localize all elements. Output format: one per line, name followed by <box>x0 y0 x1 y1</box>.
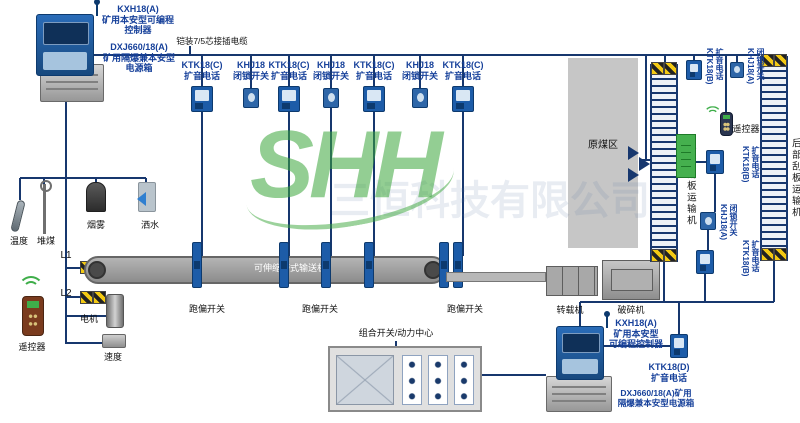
combination-switch-cabinet <box>328 346 482 412</box>
antenna-icon <box>94 0 100 16</box>
controller-top-label: KXH18(A) 矿用本安型可编程 控制器 <box>101 4 174 36</box>
hazard-mark <box>761 54 774 67</box>
water-spray-icon <box>137 182 156 212</box>
breaker-column <box>454 355 474 405</box>
l2-label: L2 <box>60 288 72 299</box>
transfer-machine <box>546 266 598 296</box>
spray-label: 洒水 <box>140 220 159 230</box>
controller-bottom-label: KXH18(A) 矿用本安型 可编程控制器 <box>608 318 663 350</box>
connecting-belt <box>446 272 546 282</box>
interlock-switch-a2 <box>700 212 716 230</box>
phone-c4-label: KTK18(C) 扩音电话 <box>442 60 484 81</box>
raw-coal-area-label: 原煤区 <box>588 140 618 151</box>
speed-label: 速度 <box>103 352 122 362</box>
interlock-switch-3 <box>412 88 428 108</box>
deviation-switch-label-2: 跑偏开关 <box>301 304 338 314</box>
remote-right-label: 遥控器 <box>732 124 760 134</box>
programmable-controller-bottom <box>556 311 610 380</box>
remote-control-left <box>22 296 44 336</box>
breaker-column <box>402 355 422 405</box>
phone-d-label: KTK18(D) 扩音电话 <box>648 362 690 383</box>
wireless-signal-icon <box>703 106 722 116</box>
l1-label: L1 <box>60 250 72 261</box>
raw-coal-area <box>568 58 638 248</box>
hazard-mark <box>774 248 787 261</box>
belt-conveyor <box>84 256 446 284</box>
phone-b3-label: KTK18(B) 扩音电话 <box>741 240 760 277</box>
loudspeaker-phone-c3 <box>363 86 385 112</box>
power-box-bottom <box>546 376 612 412</box>
hazard-mark <box>80 291 93 304</box>
power-box-top-label: DXJ660/18(A) 矿用隔爆兼本安型 电源箱 <box>102 42 175 74</box>
pull-cord-switch <box>321 242 331 288</box>
loudspeaker-phone-c4 <box>452 86 474 112</box>
lock-1-label: KHJ18 闭锁开关 <box>232 60 269 81</box>
logo-watermark: SHH <box>250 111 443 218</box>
lock-a1-label: KHJ18(A) 闭锁开关 <box>746 48 765 85</box>
phone-b1-label: KTK18(B) 扩音电话 <box>705 48 724 85</box>
deviation-switch-label-3: 跑偏开关 <box>446 304 483 314</box>
combo-switch-label: 组合开关/动力中心 <box>358 328 434 338</box>
loudspeaker-phone-b3 <box>696 250 714 274</box>
phone-c1-label: KTK18(C) 扩音电话 <box>181 60 223 81</box>
hazard-mark <box>664 249 677 262</box>
phone-c3-label: KTK18(C) 扩音电话 <box>353 60 395 81</box>
temperature-label: 温度 <box>9 236 28 246</box>
smoke-label: 烟雾 <box>86 220 105 230</box>
crusher-label: 破碎机 <box>617 305 645 315</box>
hazard-mark <box>93 291 106 304</box>
front-conveyor-label: 前部刮板运输机 <box>684 146 696 227</box>
phone-c2-label: KTK18(C) 扩音电话 <box>268 60 310 81</box>
coal-pile-sensor-icon <box>40 180 52 234</box>
hazard-mark <box>761 248 774 261</box>
lock-2-label: KHJ18 闭锁开关 <box>312 60 349 81</box>
breaker-column <box>428 355 448 405</box>
transfer-machine-label: 转载机 <box>556 305 584 315</box>
hazard-mark <box>651 62 664 75</box>
pull-cord-switch <box>279 242 289 288</box>
pull-cord-switch <box>192 242 202 288</box>
interlock-switch-1 <box>243 88 259 108</box>
rear-conveyor-label: 后部刮板运输机 <box>789 138 800 219</box>
hazard-mark <box>651 249 664 262</box>
armored-cable-label: 铠装7/5芯接插电缆 <box>176 36 248 46</box>
motor-label: 电机 <box>79 314 98 324</box>
programmable-controller-top <box>36 0 100 76</box>
hazard-mark <box>664 62 677 75</box>
belt-starter-unit <box>676 134 696 178</box>
phone-b2-label: KTK18(B) 扩音电话 <box>741 146 760 183</box>
belt-conveyor-label: 可伸缩带式输送机 <box>253 263 326 273</box>
loudspeaker-phone-c2 <box>278 86 300 112</box>
loudspeaker-phone-c1 <box>191 86 213 112</box>
coal-pile-label: 堆煤 <box>36 236 55 246</box>
loudspeaker-phone-b1 <box>686 60 702 80</box>
temperature-sensor-icon <box>10 199 26 233</box>
remote-left-label: 遥控器 <box>18 342 46 352</box>
smoke-sensor-icon <box>86 182 106 212</box>
remote-control-right <box>720 112 733 136</box>
loudspeaker-phone-b2 <box>706 150 724 174</box>
deviation-switch-label-1: 跑偏开关 <box>188 304 225 314</box>
interlock-switch-2 <box>323 88 339 108</box>
hazard-mark <box>774 54 787 67</box>
cabinet-door <box>336 355 394 405</box>
lock-3-label: KHJ18 闭锁开关 <box>401 60 438 81</box>
pull-cord-switch <box>364 242 374 288</box>
crusher <box>602 260 660 300</box>
loudspeaker-phone-d <box>670 334 688 358</box>
antenna-icon <box>604 311 610 328</box>
rear-scraper-conveyor <box>760 56 788 261</box>
pulley-icon <box>88 261 106 279</box>
logo-swoosh-icon <box>239 130 461 244</box>
lock-a2-label: KHJ18(A) 闭锁开关 <box>719 204 738 241</box>
motor-icon <box>106 294 124 328</box>
pull-cord-switch <box>453 242 463 288</box>
interlock-switch-a1 <box>730 62 744 78</box>
power-box-bottom-label: DXJ660/18(A)矿用 隔爆兼本安型电源箱 <box>617 388 695 409</box>
pull-cord-switch <box>439 242 449 288</box>
front-scraper-conveyor <box>650 64 678 262</box>
speed-sensor-icon <box>102 334 126 348</box>
wireless-signal-icon <box>18 276 44 290</box>
